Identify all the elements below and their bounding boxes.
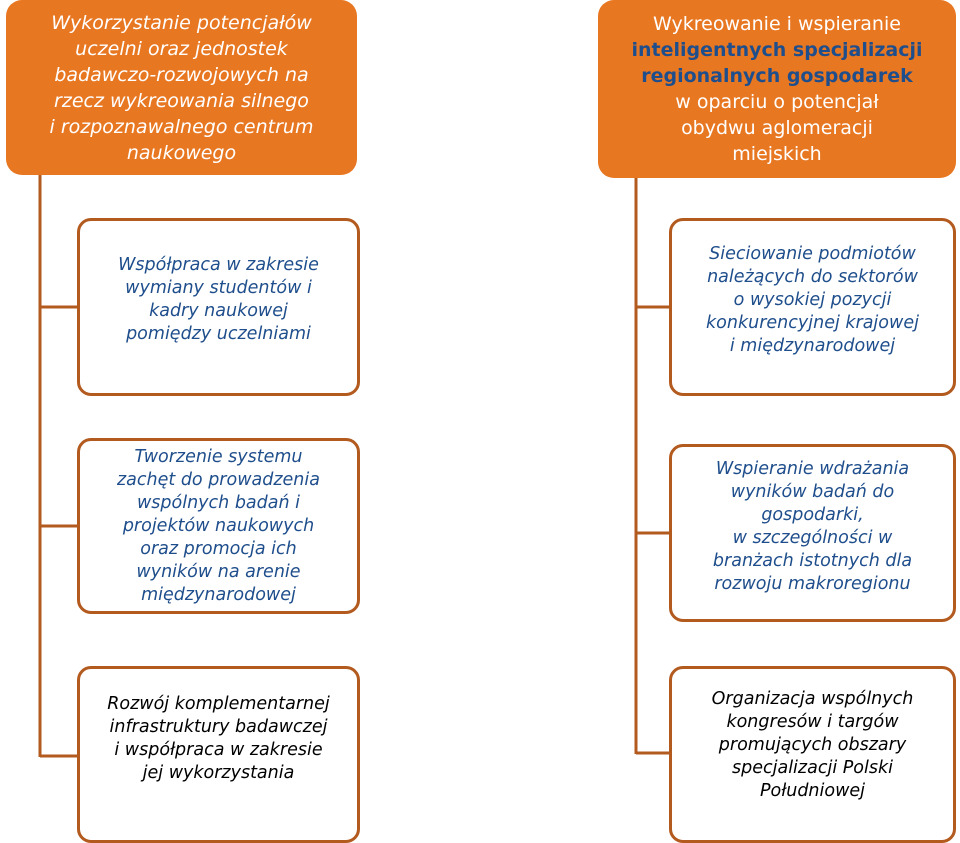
right-header-line: obydwu aglomeracji — [681, 117, 873, 139]
left-header-line: rzecz wykreowania silnego — [54, 89, 309, 112]
box-text-line: o wysokiej pozycji — [733, 289, 892, 310]
box-text-line: Rozwój komplementarnej — [107, 693, 330, 714]
left-header-line: uczelni oraz jednostek — [75, 37, 288, 60]
right-header-line: miejskich — [732, 143, 822, 165]
right-child-3-text: Organizacja wspólnych kongresów i targów… — [712, 688, 914, 803]
left-child-box-2: Tworzenie systemu zachęt do prowadzenia … — [77, 438, 360, 614]
box-text-line: konkurencyjnej krajowej — [706, 312, 919, 333]
left-child-2-text: Tworzenie systemu zachęt do prowadzenia … — [117, 446, 320, 607]
right-header-line-highlight: regionalnych gospodarek — [641, 65, 913, 87]
right-child-box-2: Wspieranie wdrażania wyników badań do go… — [669, 444, 956, 622]
box-text-line: rozwoju makroregionu — [714, 574, 911, 594]
box-text-line: specjalizacji Polski — [732, 758, 893, 778]
right-child-box-1: Sieciowanie podmiotów należących do sekt… — [669, 218, 956, 396]
left-header-line: i rozpoznawalnego centrum — [49, 115, 314, 138]
box-text-line: wyników na arenie — [136, 561, 301, 582]
box-text-line: Organizacja wspólnych — [711, 689, 914, 709]
box-text-line: Południowej — [759, 781, 866, 801]
right-header-box: Wykreowanie i wspieranie inteligentnych … — [598, 0, 956, 178]
box-text-line: i międzynarodowej — [729, 335, 896, 356]
box-text-line: Wspieranie wdrażania — [715, 459, 910, 479]
box-text-line: gospodarki, — [761, 505, 864, 525]
right-child-box-3: Organizacja wspólnych kongresów i targów… — [669, 666, 956, 843]
box-text-line: Tworzenie systemu — [134, 446, 303, 467]
box-text-line: kongresów i targów — [726, 712, 899, 732]
left-header-line: badawczo-rozwojowych na — [54, 63, 309, 86]
box-text-line: kadry naukowej — [149, 301, 288, 321]
box-text-line: zachęt do prowadzenia — [117, 469, 320, 490]
box-text-line: wspólnych badań i — [136, 492, 300, 513]
box-text-line: i współpraca w zakresie — [114, 739, 323, 760]
box-text-line: promujących obszary — [718, 735, 907, 755]
box-text-line: Współpraca w zakresie — [118, 255, 319, 275]
box-text-line: wyników badań do — [730, 482, 895, 502]
box-text-line: należących do sektorów — [707, 266, 918, 287]
box-text-line: międzynarodowej — [141, 584, 296, 605]
right-header-text: Wykreowanie i wspieranie inteligentnych … — [631, 11, 922, 167]
right-header-line-highlight: inteligentnych specjalizacji — [631, 39, 923, 61]
box-text-line: pomiędzy uczelniami — [126, 324, 311, 344]
right-child-1-text: Sieciowanie podmiotów należących do sekt… — [706, 243, 919, 358]
left-child-box-3: Rozwój komplementarnej infrastruktury ba… — [77, 666, 360, 843]
box-text-line: projektów naukowych — [122, 515, 315, 536]
box-text-line: oraz promocja ich — [140, 538, 297, 559]
left-child-1-text: Współpraca w zakresie wymiany studentów … — [118, 254, 319, 346]
right-header-line: Wykreowanie i wspieranie — [653, 13, 901, 35]
box-text-line: Sieciowanie podmiotów — [709, 243, 916, 264]
right-child-2-text: Wspieranie wdrażania wyników badań do go… — [713, 458, 912, 596]
box-text-line: w szczególności w — [732, 528, 893, 548]
box-text-line: jej wykorzystania — [142, 762, 295, 783]
left-child-3-text: Rozwój komplementarnej infrastruktury ba… — [107, 693, 330, 785]
box-text-line: wymiany studentów i — [125, 278, 312, 298]
left-header-line: Wykorzystanie potencjałów — [51, 11, 312, 34]
right-header-line: w oparciu o potencjał — [675, 91, 879, 113]
left-header-line: naukowego — [126, 141, 237, 164]
left-header-text: Wykorzystanie potencjałów uczelni oraz j… — [50, 10, 314, 166]
left-header-box: Wykorzystanie potencjałów uczelni oraz j… — [6, 0, 357, 175]
left-child-box-1: Współpraca w zakresie wymiany studentów … — [77, 218, 360, 396]
box-text-line: branżach istotnych dla — [712, 551, 913, 571]
box-text-line: infrastruktury badawczej — [109, 716, 328, 737]
